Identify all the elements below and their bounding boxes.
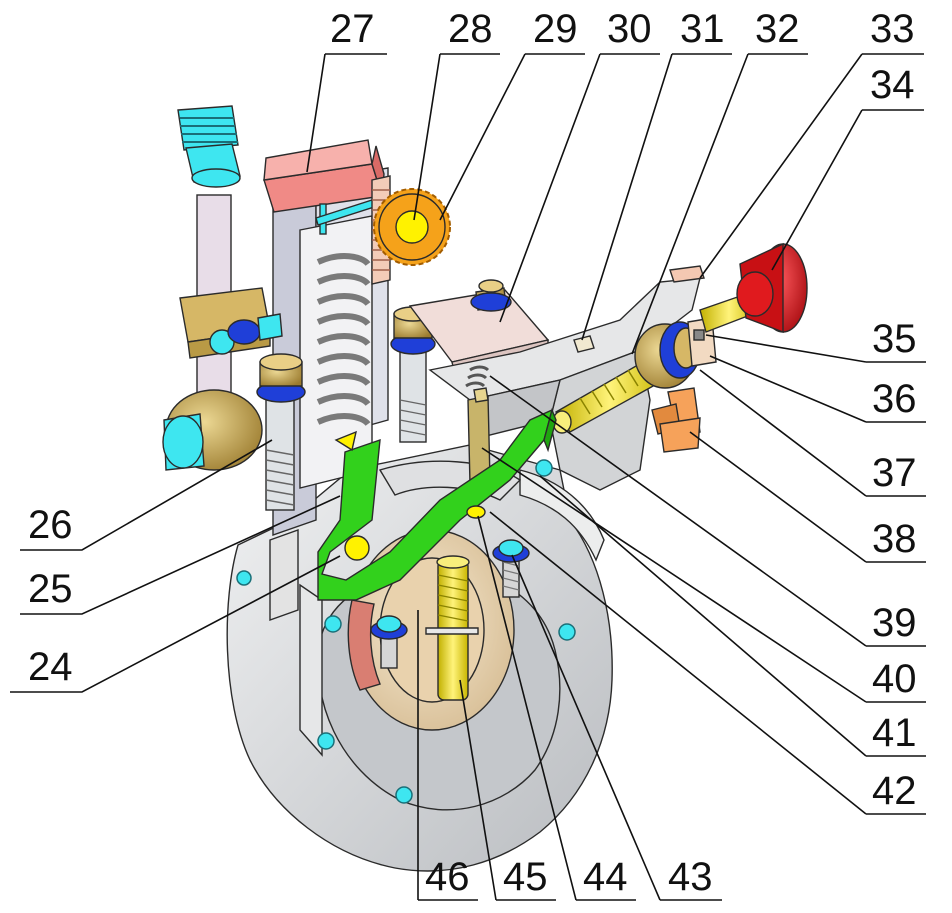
disc-bolt-43 <box>492 539 530 598</box>
callout-46: 46 <box>417 610 478 901</box>
return-spring-39 <box>465 365 490 388</box>
callout-40: 40 <box>481 447 926 703</box>
svg-text:27: 27 <box>330 7 375 51</box>
callout-38: 38 <box>689 431 926 563</box>
svg-text:41: 41 <box>872 711 917 755</box>
svg-text:36: 36 <box>872 377 917 421</box>
svg-text:30: 30 <box>607 7 652 51</box>
callout-29: 29 <box>439 7 585 221</box>
governor-spring <box>316 253 371 427</box>
rack-27 <box>263 139 385 235</box>
fuel-line-rod <box>177 105 241 401</box>
callout-44: 44 <box>477 515 636 901</box>
svg-text:28: 28 <box>448 7 493 51</box>
ball-31 <box>573 335 595 353</box>
svg-text:37: 37 <box>872 451 917 495</box>
nozzle-38 <box>651 387 701 453</box>
housing-bolt-holes <box>236 459 576 804</box>
callout-28: 28 <box>413 7 500 221</box>
callout-27: 27 <box>306 7 387 173</box>
svg-text:31: 31 <box>680 7 725 51</box>
callout-35: 35 <box>705 317 926 363</box>
banjo-fitting <box>162 389 263 471</box>
svg-text:42: 42 <box>872 769 917 813</box>
rod-clamp-block <box>179 287 283 359</box>
svg-text:38: 38 <box>872 517 917 561</box>
callout-25: 25 <box>20 495 341 615</box>
callout-33: 33 <box>699 7 924 279</box>
adjusting-screw-32 <box>552 357 665 434</box>
pin-44 <box>466 505 486 519</box>
callout-24: 24 <box>10 555 341 693</box>
gear-28 <box>373 188 451 266</box>
callout-42: 42 <box>489 511 926 815</box>
svg-text:33: 33 <box>870 7 915 51</box>
svg-text:26: 26 <box>28 503 73 547</box>
stud-bolt-26 <box>256 353 306 511</box>
svg-text:35: 35 <box>872 317 917 361</box>
knob-34 <box>736 242 808 334</box>
svg-text:39: 39 <box>872 601 917 645</box>
svg-text:46: 46 <box>425 855 470 899</box>
svg-text:43: 43 <box>668 855 713 899</box>
nib-indicator <box>334 430 357 452</box>
plunger-45 <box>425 555 479 701</box>
callout-26: 26 <box>20 439 273 551</box>
svg-text:44: 44 <box>583 855 628 899</box>
callout-43: 43 <box>511 554 722 901</box>
callout-31: 31 <box>581 7 732 341</box>
svg-text:29: 29 <box>533 7 578 51</box>
svg-text:40: 40 <box>872 657 917 701</box>
lever-25 <box>317 407 557 601</box>
svg-text:34: 34 <box>870 63 915 107</box>
svg-text:32: 32 <box>755 7 800 51</box>
callout-34: 34 <box>771 63 924 271</box>
callout-32: 32 <box>631 7 808 355</box>
callout-37: 37 <box>699 369 926 497</box>
svg-text:24: 24 <box>28 645 73 689</box>
callout-36: 36 <box>709 355 926 423</box>
callout-30: 30 <box>499 7 660 323</box>
disc-bolt-left <box>370 615 408 669</box>
callout-41: 41 <box>539 475 926 757</box>
svg-text:45: 45 <box>503 855 548 899</box>
svg-text:25: 25 <box>28 567 73 611</box>
callout-39: 39 <box>489 375 926 647</box>
callout-labels: 27 28 29 30 31 32 33 34 <box>10 7 926 901</box>
callout-45: 45 <box>459 679 556 901</box>
